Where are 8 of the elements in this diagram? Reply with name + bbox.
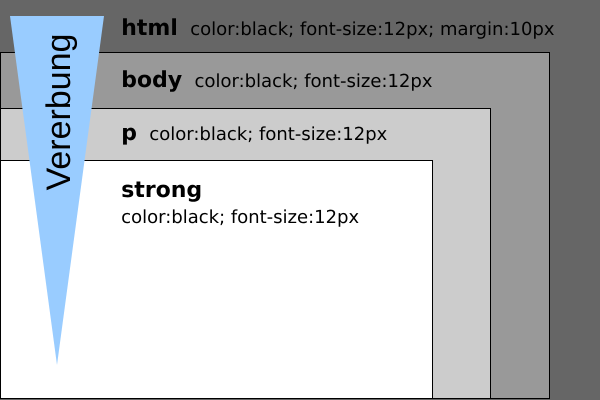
- tag-name: body: [123, 70, 182, 92]
- style-rules: color:black; font-size:12px: [150, 126, 387, 144]
- tag-name: p: [123, 128, 136, 145]
- style-rules: color:black; font-size:12px: [122, 209, 359, 227]
- tag-name: html: [123, 18, 176, 35]
- style-rules: color:black; font-size:12px; margin:10px: [191, 21, 554, 39]
- tag-name: strong: [122, 182, 200, 202]
- style-rules: color:black; font-size:12px: [196, 73, 432, 91]
